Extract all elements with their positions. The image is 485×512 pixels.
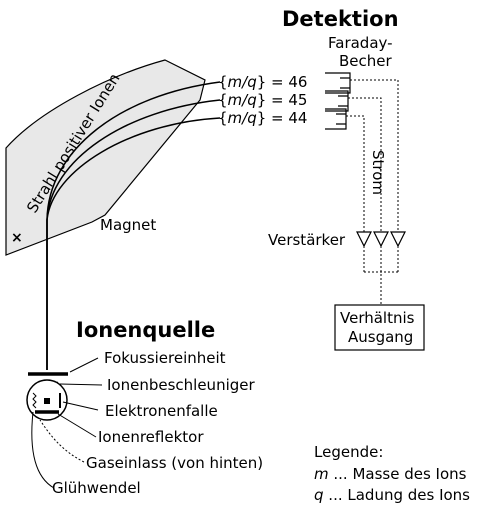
leader-filament [31,411,55,489]
ion-source [26,372,68,421]
signal-line-45 [348,97,382,232]
detection-title: Detektion [282,7,399,31]
faraday-cups [325,72,351,130]
leader-accelerator [59,383,103,386]
ion-beams [46,81,221,370]
ion-path-44 [46,117,221,370]
mq-label-46: {m/q} = 46 [218,73,307,91]
filament-coil [32,392,37,409]
label-focus-unit: Fokussiereinheit [104,349,226,367]
current-label: Strom [369,150,387,195]
faraday-cup-45 [325,90,349,112]
signal-line-46 [350,79,399,232]
ion-path-46 [46,81,221,370]
magnet-cross: × [11,230,23,246]
amplifiers [356,231,406,248]
leader-reflector [57,413,97,438]
signal-line-44 [346,115,365,232]
label-reflector: Ionenreflektor [98,428,204,446]
amplifier-46 [390,231,406,248]
output-label-1: Verhältnis [340,309,415,327]
amplifier-45 [373,231,389,248]
amplifier-label: Verstärker [268,231,346,249]
output-label-2: Ausgang [348,328,413,346]
mq-labels: {m/q} = 46 {m/q} = 45 {m/q} = 44 [218,73,307,127]
legend: Legende: m ... Masse des Ions q ... Ladu… [314,443,470,504]
ion-path-45 [46,99,221,370]
leader-lines [31,357,103,489]
signal-lines [346,79,399,304]
mq-label-44: {m/q} = 44 [218,109,307,127]
amplifier-44 [356,231,372,248]
mq-label-45: {m/q} = 45 [218,91,307,109]
leader-electron-trap [62,401,99,411]
legend-q: q ... Ladung des Ions [314,486,470,504]
label-filament: Glühwendel [52,479,141,497]
leader-gas-inlet [39,419,85,463]
label-accelerator: Ionenbeschleuniger [107,376,255,394]
label-electron-trap: Elektronenfalle [105,402,218,420]
faraday-cup-46 [325,72,351,94]
label-gas-inlet: Gaseinlass (von hinten) [86,454,263,472]
legend-m: m ... Masse des Ions [314,465,467,483]
leader-focus [69,357,99,373]
faraday-cup-44 [325,108,347,130]
magnet-sector [5,59,206,256]
faraday-label-1: Faraday- [328,34,393,52]
legend-title: Legende: [314,443,383,461]
faraday-label-2: Becher [339,52,393,70]
ion-emitter [44,398,50,404]
output-box [334,304,425,351]
ion-source-title: Ionenquelle [76,318,215,342]
magnet-label: Magnet [100,216,156,234]
